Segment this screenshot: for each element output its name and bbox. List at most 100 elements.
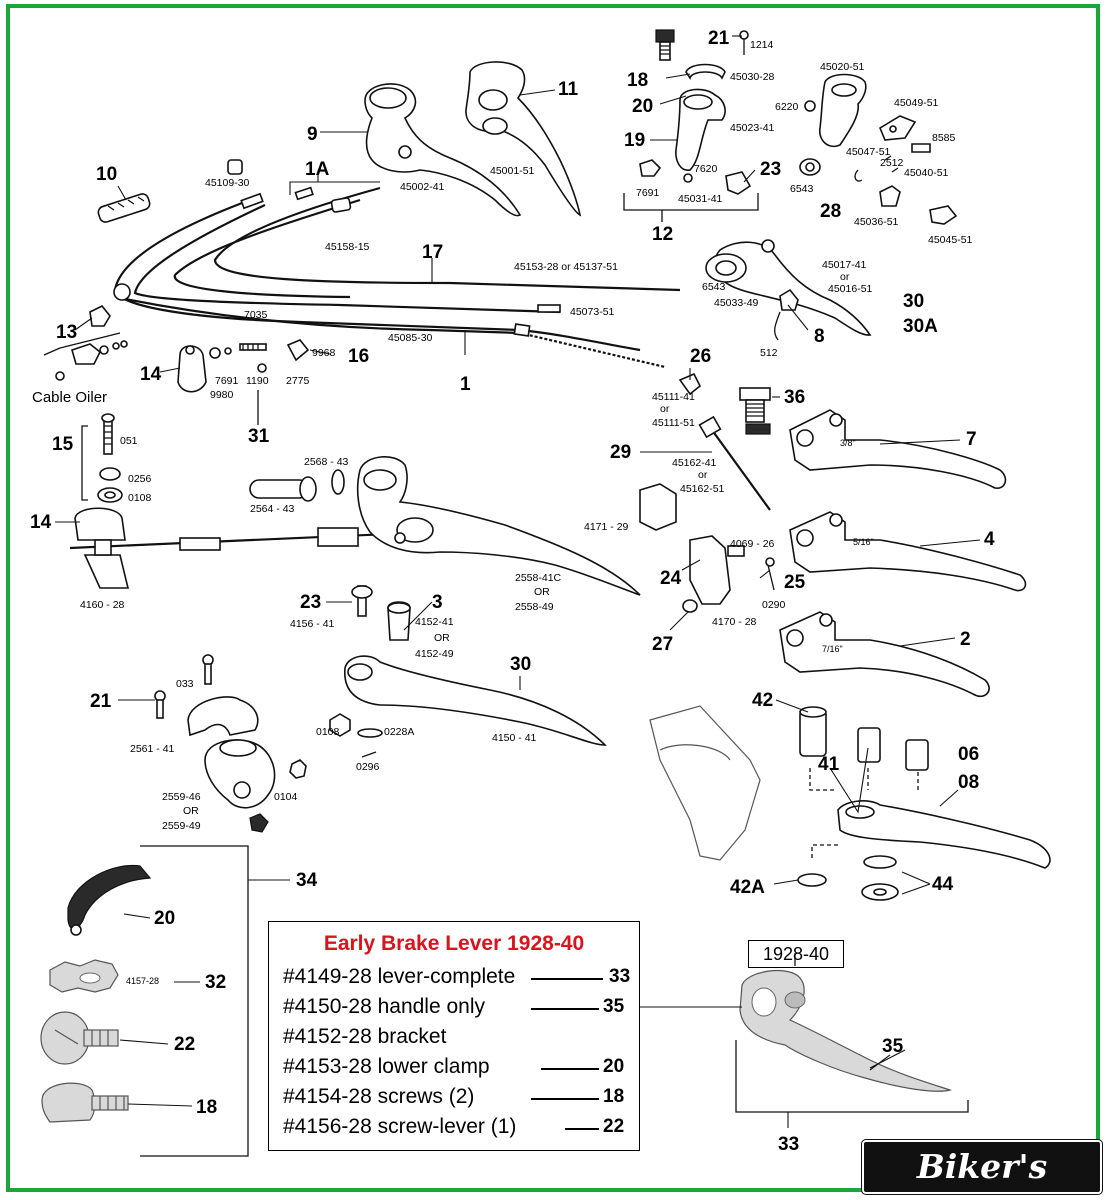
part-outline — [74, 317, 93, 331]
bracket-group-12 — [623, 29, 759, 222]
part-outline — [789, 511, 1027, 592]
part-outline — [83, 554, 130, 589]
callout-17: 17 — [422, 242, 443, 263]
part-outline — [317, 527, 359, 547]
callout-32: 32 — [205, 972, 226, 993]
callout-19: 19 — [624, 130, 645, 151]
info-row-screw-lever: #4156-28 screw-lever (1) — [283, 1115, 517, 1138]
year-label-box: 1928-40 — [748, 940, 844, 968]
part-outline — [623, 193, 759, 211]
part-number-label: 033 — [176, 678, 194, 690]
part-outline — [811, 844, 840, 858]
part-outline — [209, 347, 221, 359]
part-number-label: 6543 — [790, 183, 814, 195]
part-outline — [681, 559, 701, 571]
callout-3: 3 — [432, 592, 443, 613]
part-outline — [99, 467, 121, 481]
part-outline — [665, 73, 691, 79]
part-number-label: 0228A — [384, 726, 414, 738]
part-outline — [751, 987, 777, 1017]
part-outline — [929, 205, 958, 225]
part-outline — [224, 347, 232, 355]
adjuster-group — [639, 372, 775, 613]
info-row-handle-only: #4150-28 handle only — [283, 995, 486, 1018]
part-outline — [113, 283, 131, 301]
part-number-label: 45111-51 — [652, 417, 695, 429]
part-outline — [357, 728, 383, 738]
part-outline — [123, 913, 151, 919]
part-outline — [775, 699, 809, 713]
bikers-store-watermark: Biker's Store — [861, 1139, 1103, 1200]
part-outline — [639, 483, 677, 531]
callout-15: 15 — [52, 434, 74, 455]
callout-27: 27 — [652, 634, 673, 655]
part-outline — [819, 613, 833, 627]
callout-30-bottom: 30 — [510, 654, 531, 675]
part-outline — [789, 409, 1007, 489]
part-number-label: 7691 — [215, 375, 239, 387]
part-number-label: 6220 — [775, 101, 799, 113]
part-outline — [735, 1040, 969, 1113]
part-outline — [363, 469, 397, 491]
lever-assembly-2558 — [69, 456, 641, 596]
part-outline — [784, 991, 806, 1009]
part-outline — [675, 88, 726, 171]
part-number-label: 45162-51 — [680, 483, 725, 495]
part-number-label: 4156 - 41 — [290, 618, 335, 630]
part-number-labels: 1214 45030-28 45023-41 7691 7620 45031-4… — [32, 39, 973, 986]
info-row-leader — [565, 1128, 599, 1130]
part-outline — [187, 696, 259, 737]
part-outline — [659, 744, 731, 761]
callout-14-top: 14 — [140, 364, 162, 385]
callout-42A: 42A — [730, 877, 765, 898]
part-number-label: 0108 — [316, 726, 340, 738]
part-outline — [519, 331, 666, 369]
lever-45017-41 — [705, 239, 872, 341]
part-outline — [659, 41, 671, 61]
part-outline — [101, 413, 115, 423]
part-outline — [678, 372, 702, 396]
part-outline — [639, 159, 662, 177]
green-frame — [6, 4, 1100, 1192]
callout-30A: 30A — [903, 316, 938, 337]
part-outline — [829, 413, 843, 427]
part-outline — [779, 288, 799, 311]
callout-08: 08 — [958, 772, 979, 793]
part-outline — [809, 768, 919, 791]
callout-06: 06 — [958, 744, 979, 765]
part-outline — [55, 371, 65, 381]
part-outline — [761, 239, 775, 253]
callout-25: 25 — [784, 572, 806, 593]
info-row-leader — [531, 1008, 599, 1010]
cable-assembly — [97, 159, 681, 369]
part-outline — [478, 89, 508, 111]
part-outline — [257, 363, 267, 373]
lever-45001-51 — [465, 61, 582, 217]
part-outline — [361, 751, 377, 758]
info-row-leader — [531, 978, 603, 980]
callout-8: 8 — [814, 326, 825, 347]
info-row-ref: 35 — [603, 996, 625, 1017]
bolt-washer-stack-15 — [81, 413, 123, 503]
callout-16: 16 — [348, 346, 369, 367]
part-number-label: 2564 - 43 — [250, 503, 295, 515]
part-outline — [104, 425, 112, 445]
part-outline — [774, 311, 781, 341]
lever-2 — [779, 611, 990, 698]
part-outline — [659, 95, 687, 105]
part-number-label: 4171 - 29 — [584, 521, 629, 533]
part-outline — [91, 1095, 129, 1111]
part-number-label: 7620 — [694, 163, 718, 175]
callout-11: 11 — [558, 79, 579, 100]
part-number-label: 6543 — [702, 281, 726, 293]
part-outline — [94, 539, 112, 556]
part-outline — [133, 204, 561, 314]
part-number-label: OR — [183, 805, 199, 817]
part-outline — [112, 342, 120, 350]
callout-42: 42 — [752, 690, 773, 711]
part-number-label: 45031-41 — [678, 193, 723, 205]
part-number-label: 45002-41 — [400, 181, 445, 193]
part-outline — [767, 564, 775, 591]
callout-33: 33 — [778, 1134, 799, 1155]
